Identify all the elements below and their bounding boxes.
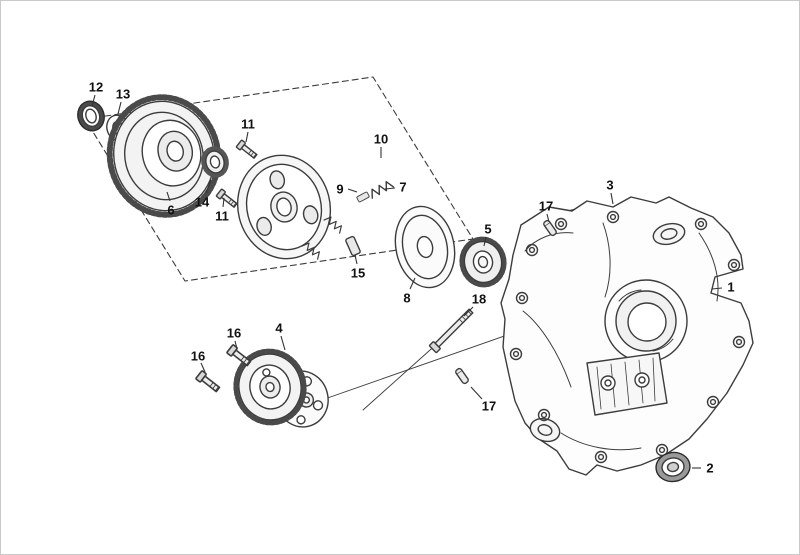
needle-bearing-part-14 [201,146,229,178]
callout-leader-1-15 [711,287,723,290]
part-callout-9-7: 9 [336,182,343,197]
starter-clutch-body [236,154,332,260]
idle-gear-part-5 [459,236,507,288]
callout-leader-14-3 [205,179,212,194]
callout-leader-11-4 [245,131,249,143]
part-callout-4-20: 4 [275,321,283,336]
part-callout-17-14: 17 [482,399,496,414]
drive-plate-part-8 [394,205,456,289]
bolt-part-16-left [194,369,222,395]
bolt-part-11-top [235,139,259,161]
part-callout-6-2: 6 [167,203,174,218]
part-callout-16-19: 16 [191,349,205,364]
callout-leader-4-20 [280,335,286,351]
dowel-pin-17-bottom [454,366,470,386]
bearing-part-2 [655,451,691,483]
callout-leader-3-12 [610,192,614,205]
part-callout-11-5: 11 [215,209,229,224]
part-callout-7-8: 7 [399,180,406,195]
placement-lines [318,332,514,411]
callout-leader-7-8 [384,187,396,190]
callout-leader-5-11 [483,236,487,247]
callout-leader-11-5 [222,197,225,208]
starter-gear-part-6 [106,94,222,218]
callout-leader-6-2 [166,191,171,202]
part-callout-17-13: 17 [539,199,553,214]
callout-leader-16-19 [200,362,206,373]
callout-leader-16-18 [234,340,238,350]
crankcase-part-1 [500,196,754,476]
part-callout-15-10: 15 [351,266,365,281]
oil-pump-part-4 [233,348,329,428]
callout-leader-9-7 [347,188,358,193]
roller-part-15 [344,235,362,257]
part-callout-14-3: 14 [195,195,210,210]
part-callout-1-15: 1 [727,280,734,295]
crankcase-bolt-bosses [509,210,746,464]
part-callout-13-1: 13 [116,87,130,102]
callout-leader-17-14 [470,386,483,400]
callout-leader-18-17 [463,306,474,317]
plunger-part-9 [356,191,370,203]
part-callout-12-0: 12 [89,80,103,95]
part-callout-10-6: 10 [374,132,388,147]
callout-leader-17-13 [546,213,550,223]
callout-leader-15-10 [354,254,358,265]
callout-leader-13-1 [117,101,122,115]
callout-leader-8-9 [409,277,416,290]
callout-leader-12-0 [91,94,96,107]
part-callout-2-16: 2 [706,461,713,476]
part-callout-3-12: 3 [606,178,613,193]
oil-seal-part-12 [77,100,105,132]
bolt-part-18 [428,308,474,354]
part-callout-5-11: 5 [484,222,491,237]
part-callout-18-17: 18 [472,292,486,307]
part-callout-11-4: 11 [241,117,255,132]
part-callout-8-9: 8 [403,291,410,306]
bolt-part-11-bottom [215,188,239,210]
part-callout-16-18: 16 [227,326,241,341]
